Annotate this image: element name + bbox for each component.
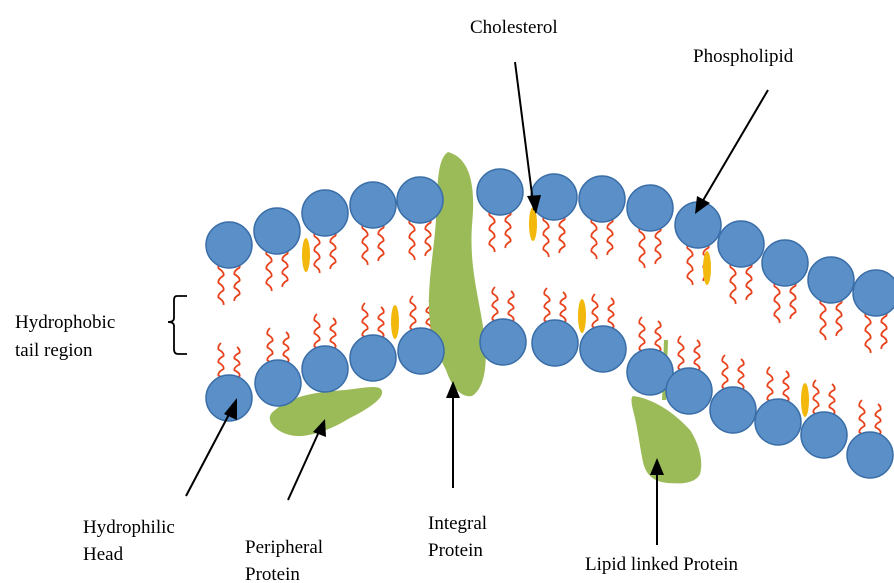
phospholipid-label: Phospholipid [693, 46, 794, 67]
phospholipid-head [666, 368, 712, 414]
phospholipid-head [627, 185, 673, 231]
phospholipid-head [397, 177, 443, 223]
peripheral-label-line1: Peripheral [245, 537, 323, 558]
cholesterol-molecule [703, 251, 711, 285]
hydrophilic-label-line2: Head [83, 544, 124, 565]
integral-label-line2: Protein [428, 540, 483, 561]
cholesterol-molecule [391, 305, 399, 339]
phospholipid-head [398, 328, 444, 374]
hydrophilic-label-line1: Hydrophilic [83, 517, 175, 538]
phospholipid-head [853, 270, 894, 316]
cholesterol-molecule [801, 383, 809, 417]
cholesterol-label: Cholesterol [470, 17, 558, 38]
phospholipid-head [254, 208, 300, 254]
phospholipid-head [532, 320, 578, 366]
lipid-linked-label: Lipid linked Protein [585, 554, 739, 575]
phospholipid-head [801, 412, 847, 458]
phospholipid-head [580, 326, 626, 372]
phospholipid-head [302, 346, 348, 392]
integral-label-line1: Integral [428, 513, 487, 534]
cholesterol-molecule [578, 299, 586, 333]
peripheral-arrow [288, 425, 322, 500]
cholesterol-molecule [302, 238, 310, 272]
phospholipid-head [755, 399, 801, 445]
phospholipid-head [480, 319, 526, 365]
phospholipid-head [206, 222, 252, 268]
phospholipid-head [255, 360, 301, 406]
phospholipid-head [302, 190, 348, 236]
hydrophilic-arrow [186, 403, 235, 496]
phospholipid-head [847, 432, 893, 478]
hydrophobic-bracket [168, 296, 187, 354]
phospholipid-head [718, 221, 764, 267]
phospholipid-head [350, 182, 396, 228]
hydrophobic-label-line1: Hydrophobic [15, 312, 115, 333]
phospholipid-head [808, 257, 854, 303]
phospholipid-head [710, 387, 756, 433]
phospholipid-head [350, 335, 396, 381]
hydrophobic-label-line2: tail region [15, 340, 93, 361]
phospholipid-head [579, 176, 625, 222]
peripheral-label-line2: Protein [245, 564, 300, 583]
phospholipid-head [762, 240, 808, 286]
phospholipid-head [477, 169, 523, 215]
phospholipid-arrow [698, 90, 768, 209]
